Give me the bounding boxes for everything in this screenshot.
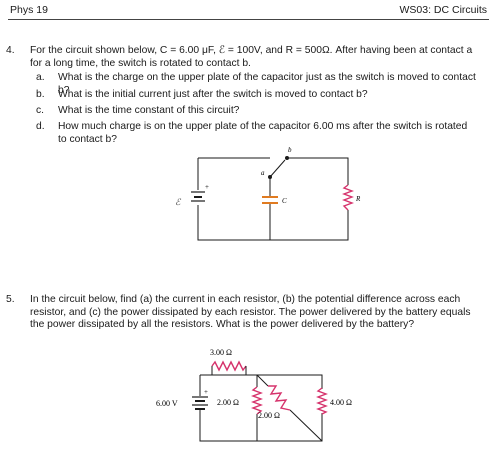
part-text: How much charge is on the upper plate of…: [58, 121, 468, 145]
question-5-text: In the circuit below, find (a) the curre…: [30, 294, 471, 330]
part-text: What is the time constant of this circui…: [58, 105, 240, 116]
resistor-3ohm-label: 3.00 Ω: [210, 348, 232, 357]
part-label: d.: [36, 121, 45, 132]
resistor-r-label: R: [355, 195, 361, 203]
resistor-3ohm: [211, 360, 247, 372]
contact-b-dot: [285, 156, 289, 160]
contact-b-label: b: [288, 146, 292, 154]
switch-blade: [269, 159, 286, 178]
resistor-4ohm: [316, 387, 328, 415]
wire-diagonal-bottom: [289, 409, 323, 442]
battery-plus-sign: +: [205, 183, 209, 191]
question-4-number: 4.: [6, 45, 15, 56]
header-rule: [8, 19, 489, 20]
part-label: b.: [36, 89, 45, 100]
resistor-middle-label: 2.00 Ω: [258, 411, 280, 420]
part-label: a.: [36, 72, 45, 83]
wire-diagonal-top: [256, 374, 269, 387]
page-header: Phys 19 WS03: DC Circuits: [0, 0, 497, 20]
contact-a-label: a: [261, 169, 265, 177]
resistor-left-label: 2.00 Ω: [217, 398, 239, 407]
resistor-left-2ohm: [251, 386, 263, 415]
wire-bottom: [197, 205, 349, 241]
course-label: Phys 19: [10, 4, 48, 16]
worksheet-label: WS03: DC Circuits: [399, 4, 487, 16]
contact-a-dot: [268, 175, 272, 179]
part-label: c.: [36, 105, 45, 116]
battery-label: 6.00 V: [156, 399, 178, 408]
capacitor-label: C: [282, 197, 287, 205]
resistor-4ohm-label: 4.00 Ω: [330, 398, 352, 407]
resistor-middle-2ohm: [268, 385, 291, 411]
question-4-text: For the circuit shown below, C = 6.00 μF…: [30, 45, 473, 69]
part-text: What is the initial current just after t…: [58, 89, 368, 100]
battery2-plus-sign: +: [204, 388, 208, 396]
emf-label: ℰ: [175, 197, 182, 207]
part-text: What is the charge on the upper plate of…: [58, 72, 476, 96]
wire-top-right: [287, 157, 349, 185]
question-5-number: 5.: [6, 294, 15, 305]
resistor-r: [342, 184, 354, 211]
